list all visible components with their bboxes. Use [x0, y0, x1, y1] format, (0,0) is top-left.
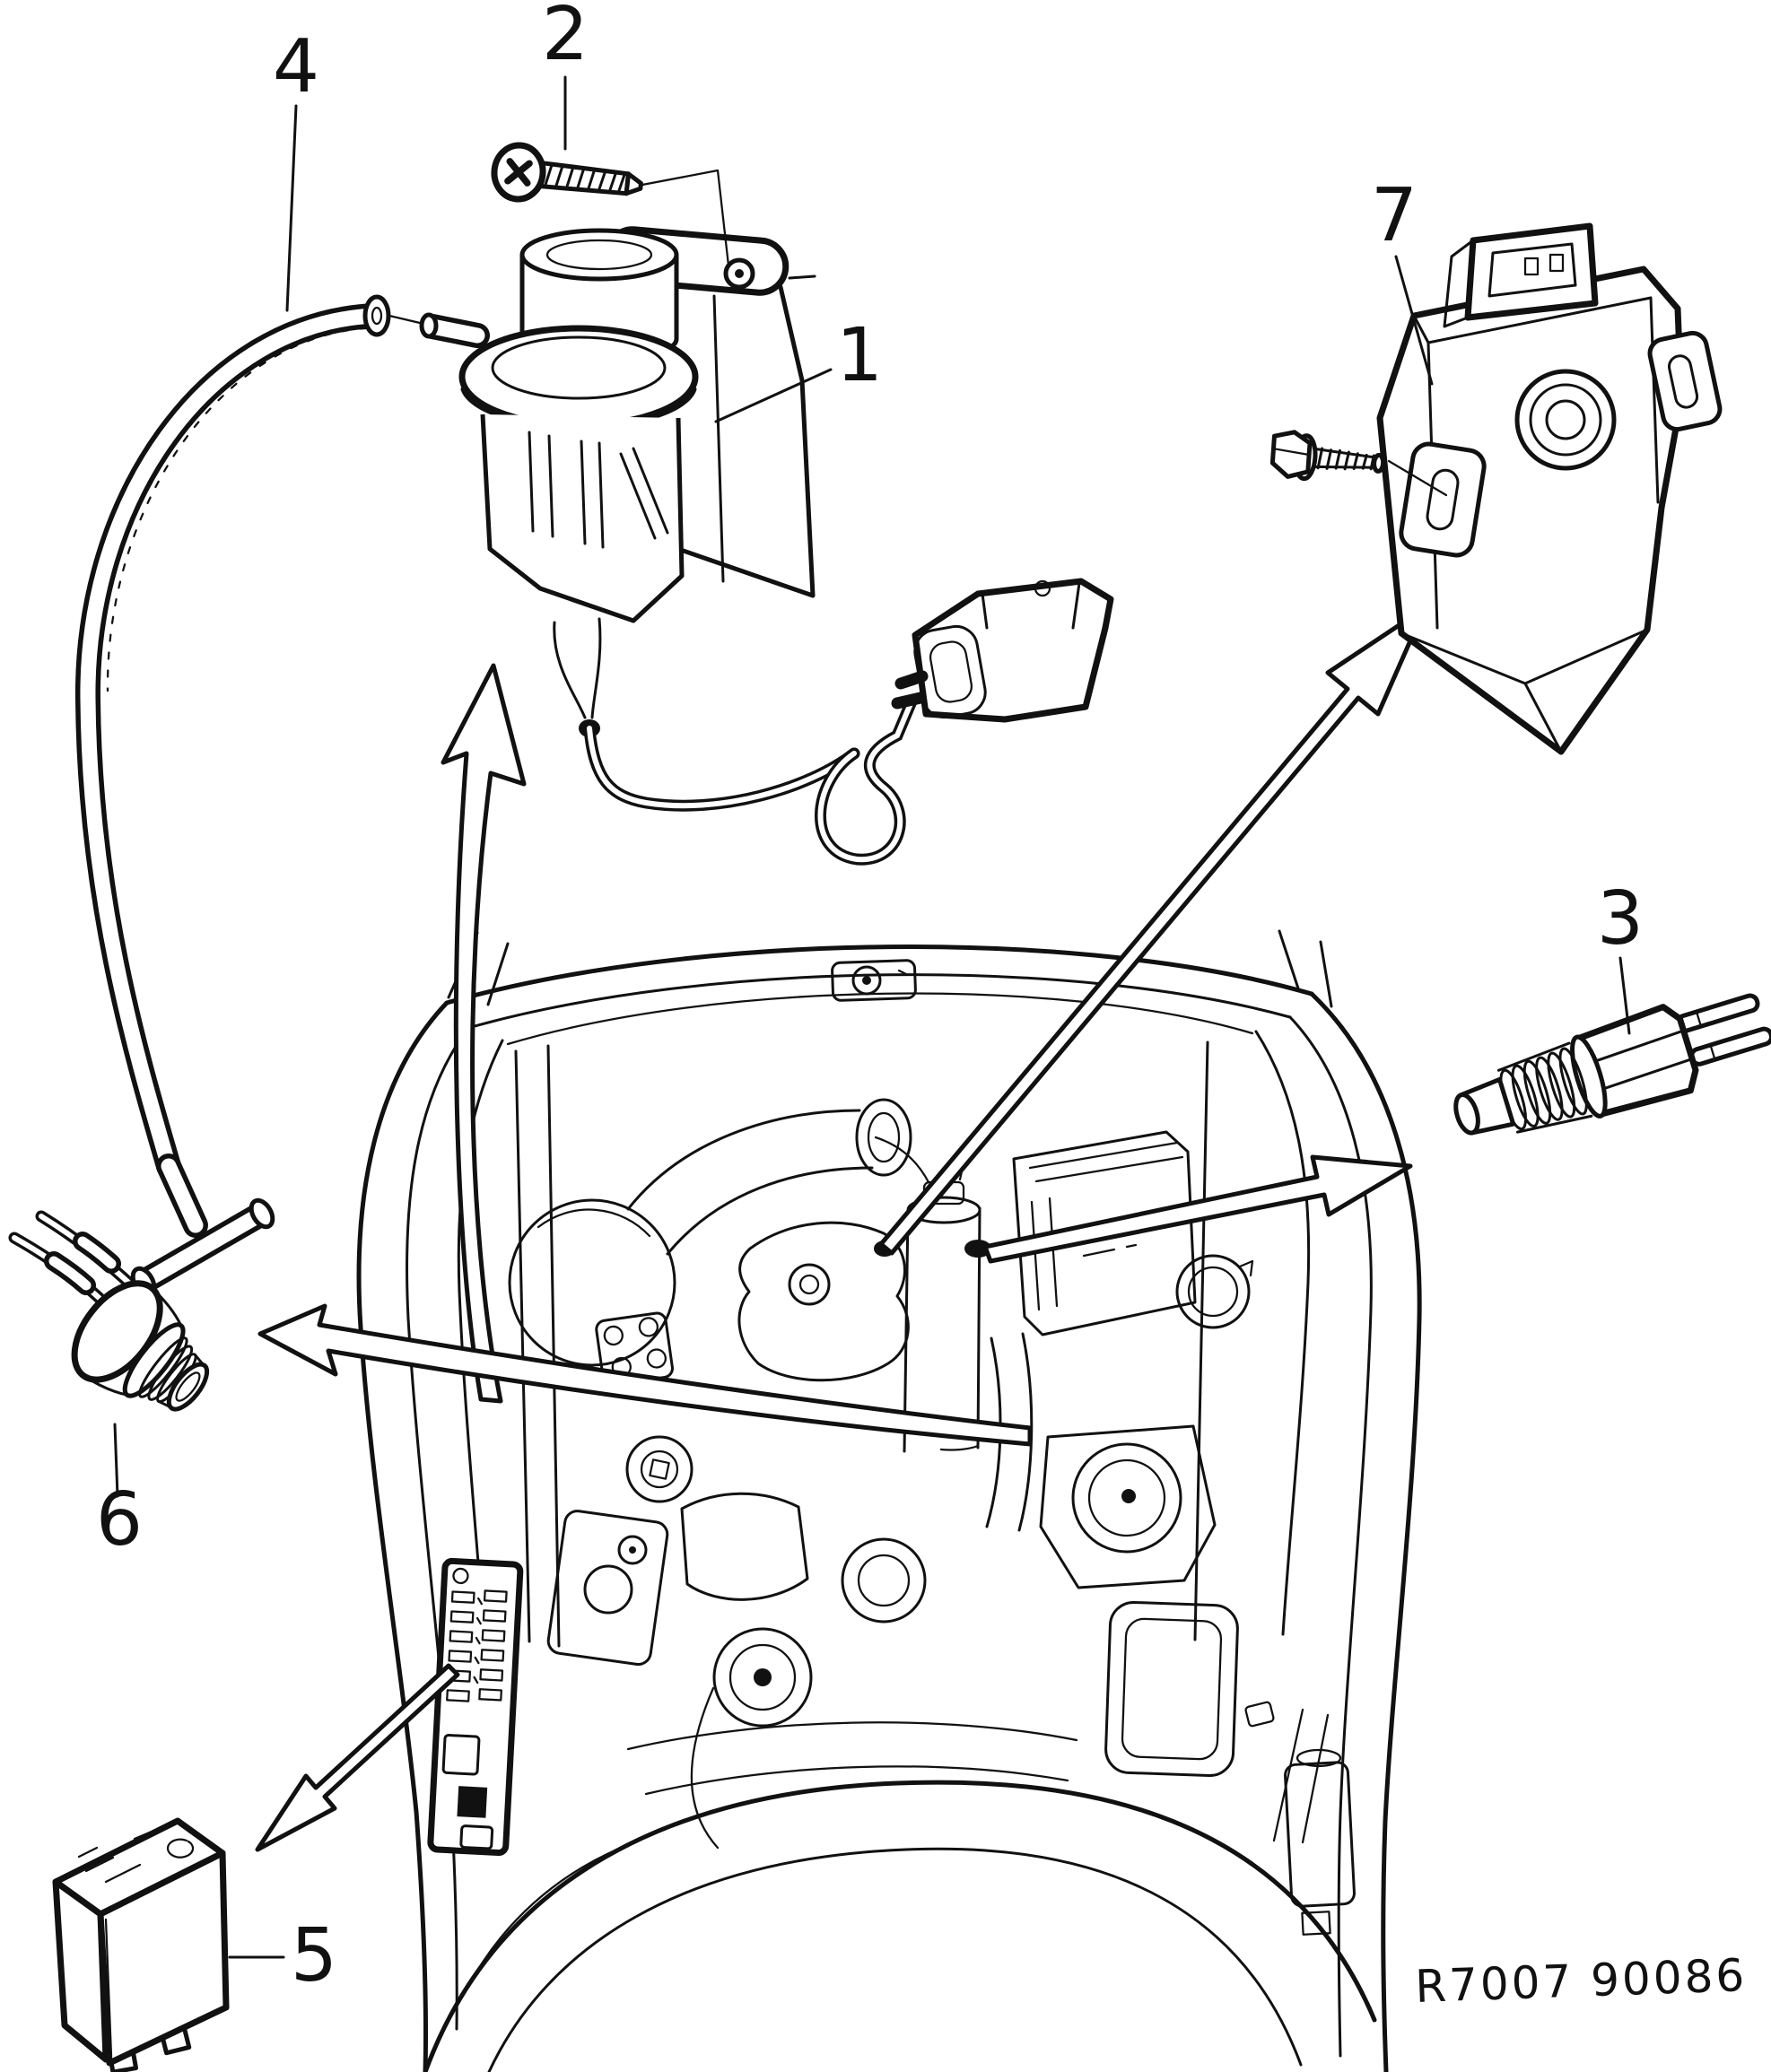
location-arrows	[255, 605, 1427, 1852]
ignition-coil	[874, 1125, 989, 1453]
vacuum-hose-illustration	[74, 294, 422, 1298]
module-bolt	[1269, 430, 1386, 482]
valve-connector	[891, 578, 1114, 723]
battery	[1012, 1130, 1197, 1336]
arrow-to-part-6	[257, 1303, 1033, 1447]
callout-leader-lines	[113, 75, 1631, 1959]
thermo-switch-illustration	[8, 1210, 210, 1412]
callout-2-label: 2	[542, 0, 589, 77]
callout-3-label: 3	[1597, 876, 1644, 962]
callout-7-label: 7	[1371, 173, 1418, 258]
figure-reference-code: R7007 90086	[1414, 1949, 1748, 2013]
arrow-to-part-5	[255, 1663, 460, 1852]
callout-1-label: 1	[836, 313, 883, 398]
threaded-switch-illustration	[1453, 993, 1771, 1136]
callout-6-label: 6	[96, 1477, 143, 1563]
engine-bay-illustration	[356, 929, 1422, 2072]
vacuum-valve-illustration	[419, 226, 1114, 866]
arrow-to-part-1	[441, 663, 527, 1404]
callout-5-label: 5	[291, 1913, 337, 1998]
arrow-to-part-7	[878, 605, 1427, 1256]
arrow-to-part-3	[982, 1154, 1413, 1264]
relay-illustration	[52, 1817, 230, 2072]
fuse-box	[427, 1557, 524, 1857]
strut-tower	[1039, 1424, 1217, 1589]
reservoir-bottle	[1284, 1748, 1356, 1936]
callout-4-label: 4	[273, 24, 319, 109]
t-fitting	[130, 1154, 275, 1298]
sensor-module-illustration	[1269, 222, 1723, 755]
screw-illustration	[491, 142, 730, 267]
